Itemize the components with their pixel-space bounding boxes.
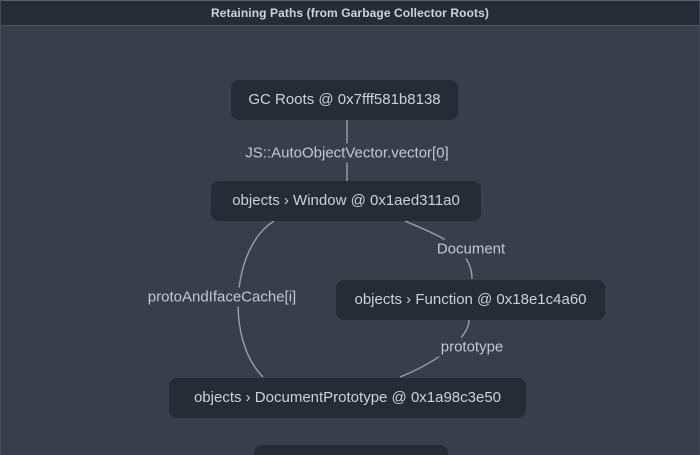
graph-node-window[interactable]: objects › Window @ 0x1aed311a0	[211, 181, 481, 221]
graph-node-clipped[interactable]	[254, 445, 448, 455]
graph-node-function[interactable]: objects › Function @ 0x18e1c4a60	[336, 280, 605, 320]
edge-label-protoandifacecache: protoAndIfaceCache[i]	[141, 287, 303, 307]
edge-label-document: Document	[430, 239, 512, 259]
edge-label-autoobjectvector: JS::AutoObjectVector.vector[0]	[239, 143, 455, 163]
edge-label-prototype: prototype	[434, 337, 510, 357]
graph-node-gc-roots[interactable]: GC Roots @ 0x7fff581b8138	[231, 80, 458, 120]
graph-node-document-prototype[interactable]: objects › DocumentPrototype @ 0x1a98c3e5…	[169, 378, 526, 418]
panel-titlebar: Retaining Paths (from Garbage Collector …	[1, 1, 699, 26]
panel-title: Retaining Paths (from Garbage Collector …	[211, 6, 489, 20]
